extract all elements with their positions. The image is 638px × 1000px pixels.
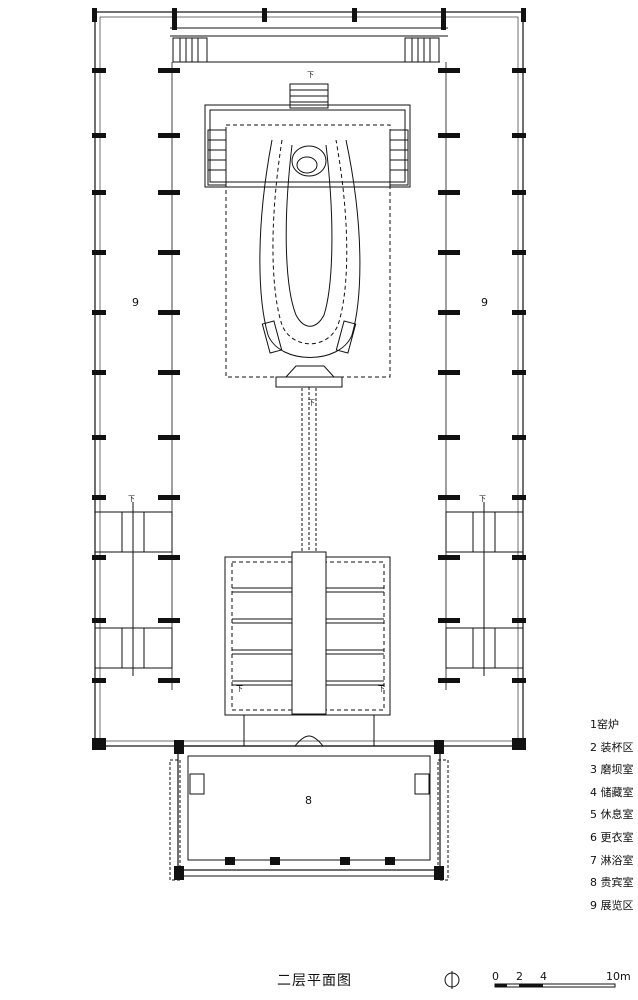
room-label-vip: 8 xyxy=(305,794,312,807)
legend-item: 6 更衣室 xyxy=(590,830,634,844)
legend-item: 1窑炉 xyxy=(590,718,619,731)
room-label-exhibit-west: 9 xyxy=(132,296,139,309)
legend-item: 7 淋浴室 xyxy=(590,853,634,867)
stair-mark: 下 xyxy=(378,685,385,693)
stair-mark: 下 xyxy=(236,685,243,693)
vip-room-walls xyxy=(169,745,449,881)
scale-label: 10m xyxy=(606,970,631,983)
scale-label: 4 xyxy=(540,970,547,983)
scale-label: 2 xyxy=(516,970,523,983)
legend-item: 3 磨坝室 xyxy=(590,763,634,777)
scale-label: 0 xyxy=(492,970,499,983)
structural-columns xyxy=(92,8,526,880)
stair-mark: 下 xyxy=(308,399,315,407)
stair-top-right xyxy=(404,37,440,63)
stair-mark: 下 xyxy=(479,495,486,503)
legend-item: 4 储藏室 xyxy=(590,785,634,799)
kiln-outline xyxy=(259,139,361,358)
central-stair-block xyxy=(224,551,391,716)
stair-kiln-left xyxy=(207,129,227,186)
room-legend: 1窑炉 2 装杯区 3 磨坝室 4 储藏室 5 休息室 6 更衣室 7 淋浴室 … xyxy=(590,714,634,917)
kiln-zone xyxy=(225,124,391,378)
plan-title: 二层平面图 xyxy=(277,973,352,989)
legend-item: 9 展览区 xyxy=(590,898,634,912)
north-arrow xyxy=(444,971,460,989)
legend-item: 8 贵宾室 xyxy=(590,876,634,890)
stair-mark: 下 xyxy=(307,71,314,79)
scale-bar xyxy=(494,983,616,988)
legend-item: 5 休息室 xyxy=(590,808,634,822)
stair-top-left xyxy=(172,37,208,63)
stair-upper-center xyxy=(289,83,329,109)
room-label-exhibit-east: 9 xyxy=(481,296,488,309)
legend-item: 2 装杯区 xyxy=(590,740,634,754)
stair-mark: 下 xyxy=(128,495,135,503)
